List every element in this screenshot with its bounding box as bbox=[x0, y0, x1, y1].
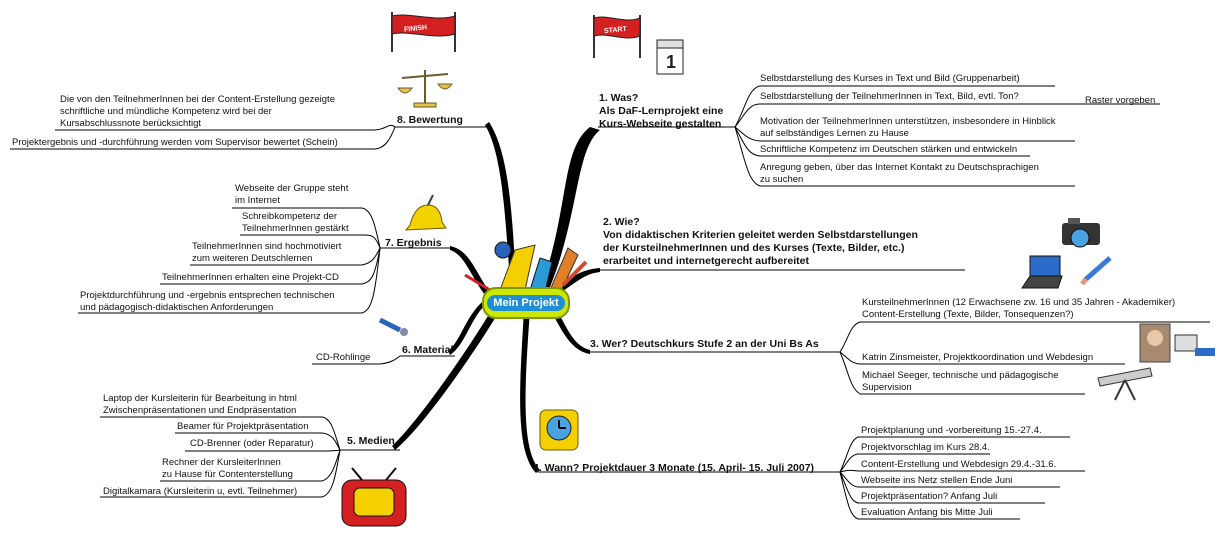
branch-title-wer[interactable]: 3. Wer? Deutschkurs Stufe 2 an der Uni B… bbox=[590, 338, 819, 350]
photo-portrait bbox=[1139, 323, 1171, 363]
wer-item-2[interactable]: Katrin Zinsmeister, Projektkoordination … bbox=[862, 352, 1094, 363]
branch-line-was bbox=[540, 127, 600, 292]
scales-icon bbox=[397, 70, 453, 108]
camera-icon bbox=[1062, 218, 1100, 248]
branch-title-medien[interactable]: 5. Medien bbox=[347, 435, 395, 447]
center-node-label: Mein Projekt bbox=[487, 295, 565, 311]
branch-title-material[interactable]: 6. Material bbox=[402, 344, 454, 356]
wann-item-5[interactable]: Projektpräsentation? Anfang Juli bbox=[861, 491, 998, 502]
was-item-4[interactable]: Schriftliche Kompetenz im Deutschen stär… bbox=[760, 144, 1018, 155]
bewertung-item-2[interactable]: Projektergebnis und -durchführung werden… bbox=[12, 137, 338, 148]
medien-item-3[interactable]: CD-Brenner (oder Reparatur) bbox=[190, 438, 314, 449]
ergebnis-item-3[interactable]: TeilnehmerInnen sind hochmotiviert zum w… bbox=[192, 241, 342, 264]
was-item-2[interactable]: Selbstdarstellung der TeilnehmerInnen in… bbox=[760, 91, 1019, 102]
medien-item-1[interactable]: Laptop der Kursleiterin für Bearbeitung … bbox=[103, 393, 297, 416]
wann-item-4[interactable]: Webseite ins Netz stellen Ende Juni bbox=[861, 475, 1013, 486]
was-sub-item[interactable]: Raster vorgeben bbox=[1085, 95, 1156, 106]
ergebnis-item-5[interactable]: Projektdurchführung und -ergebnis entspr… bbox=[80, 290, 335, 313]
wann-item-6[interactable]: Evaluation Anfang bis Mitte Juli bbox=[861, 507, 993, 518]
wer-item-1[interactable]: KursteilnehmerInnen (12 Erwachsene zw. 1… bbox=[862, 297, 1176, 320]
bewertung-item-1[interactable]: Die von den TeilnehmerInnen bei der Cont… bbox=[60, 94, 335, 129]
branch-line-medien bbox=[392, 306, 500, 450]
pencil-icon bbox=[1080, 256, 1112, 286]
telescope-icon bbox=[1097, 367, 1153, 401]
ergebnis-item-4[interactable]: TeilnehmerInnen erhalten eine Projekt-CD bbox=[162, 272, 339, 283]
material-item-1[interactable]: CD-Rohlinge bbox=[316, 352, 371, 363]
wann-item-3[interactable]: Content-Erstellung und Webdesign 29.4.-3… bbox=[861, 459, 1057, 470]
branch-title-wann[interactable]: 4. Wann? Projektdauer 3 Monate (15. Apri… bbox=[533, 462, 815, 474]
was-item-1[interactable]: Selbstdarstellung des Kurses in Text und… bbox=[760, 73, 1020, 84]
was-item-3[interactable]: Motivation der TeilnehmerInnen unterstüt… bbox=[760, 116, 1056, 139]
start-flag-label: START bbox=[604, 26, 628, 35]
center-node[interactable]: Mein Projekt bbox=[482, 287, 570, 319]
wer-item-3[interactable]: Michael Seeger, technische und pädagogis… bbox=[862, 370, 1059, 393]
branch-title-wie[interactable]: 2. Wie? Von didaktischen Kriterien gelei… bbox=[603, 216, 918, 267]
medien-item-5[interactable]: Digitalkamara (Kursleiterin u, evtl. Tei… bbox=[103, 486, 298, 497]
finish-flag-label: FINISH bbox=[404, 24, 428, 33]
medien-item-2[interactable]: Beamer für Projektpräsentation bbox=[177, 421, 309, 432]
sub-lines bbox=[10, 85, 1210, 520]
start-flag-icon bbox=[593, 15, 641, 58]
creative-tools-icon bbox=[464, 241, 588, 294]
branch-title-bewertung[interactable]: 8. Bewertung bbox=[397, 114, 463, 126]
wann-item-2[interactable]: Projektvorschlag im Kurs 28.4. bbox=[861, 442, 990, 453]
branch-line-wann bbox=[520, 310, 540, 473]
television-icon bbox=[341, 467, 407, 527]
bell-icon bbox=[404, 194, 447, 231]
clock-icon bbox=[539, 409, 579, 451]
was-item-5[interactable]: Anregung geben, über das Internet Kontak… bbox=[760, 162, 1039, 185]
branch-title-ergebnis[interactable]: 7. Ergebnis bbox=[385, 237, 442, 249]
computer-desk-icon bbox=[1174, 334, 1215, 356]
finish-flag-icon bbox=[391, 12, 456, 52]
ergebnis-item-1[interactable]: Webseite der Gruppe steht im Internet bbox=[235, 183, 349, 206]
ergebnis-item-2[interactable]: Schreibkompetenz der TeilnehmerInnen ges… bbox=[242, 211, 349, 234]
laptop-icon bbox=[1021, 255, 1063, 289]
calendar-icon bbox=[656, 39, 684, 75]
calendar-day: 1 bbox=[666, 52, 676, 72]
branch-title-was[interactable]: 1. Was? Als DaF-Lernprojekt eine Kurs-We… bbox=[599, 92, 724, 130]
medien-item-4[interactable]: Rechner der KursleiterInnen zu Hause für… bbox=[162, 457, 293, 480]
branch-line-material bbox=[448, 302, 485, 355]
wann-item-1[interactable]: Projektplanung und -vorbereitung 15.-27.… bbox=[861, 425, 1042, 436]
pushpin-icon bbox=[378, 317, 408, 336]
